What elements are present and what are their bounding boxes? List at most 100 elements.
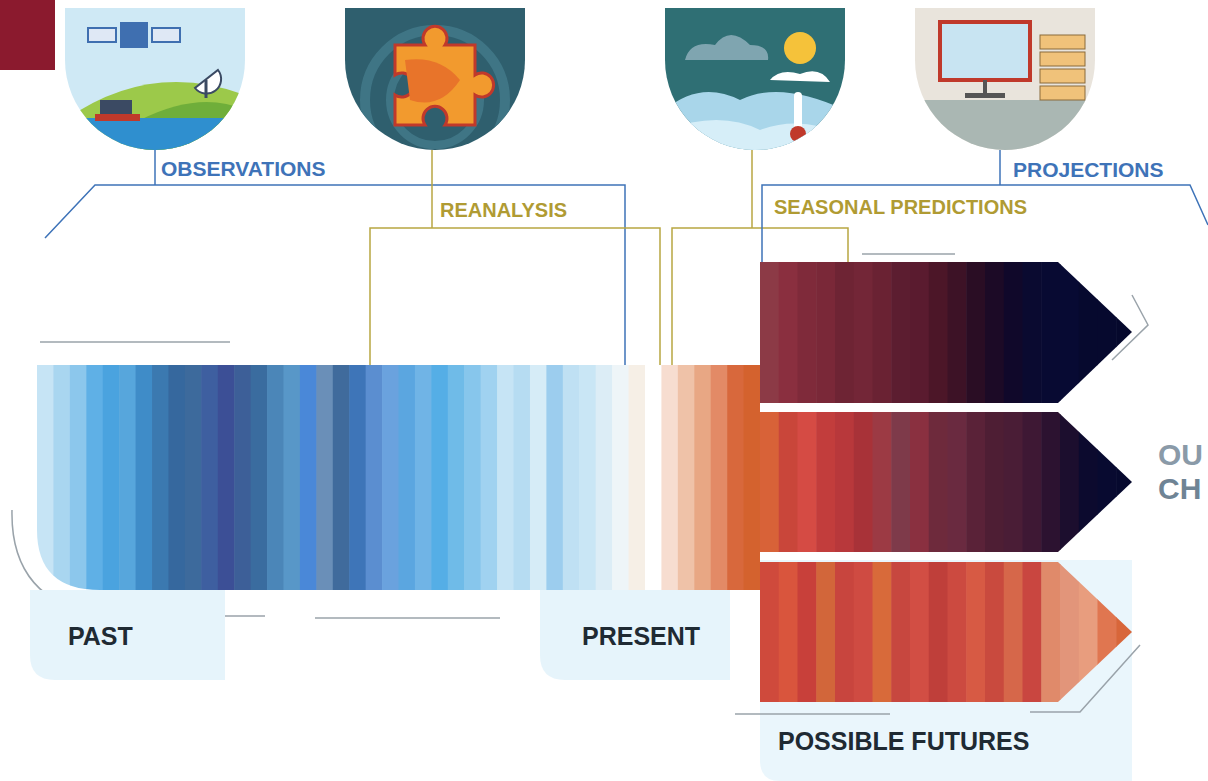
stripe	[1060, 262, 1079, 403]
stripe	[779, 562, 798, 702]
stripe	[70, 365, 87, 590]
stripe	[873, 562, 892, 702]
stripe	[985, 262, 1004, 403]
stripe	[530, 365, 547, 590]
stripe	[678, 365, 695, 590]
stripe	[399, 365, 416, 590]
stripe	[1004, 262, 1023, 403]
stripe	[267, 365, 284, 590]
stripe	[596, 365, 613, 590]
stripe	[283, 365, 300, 590]
stripe	[1060, 562, 1079, 702]
warming-stripes	[37, 365, 761, 590]
stripe	[234, 365, 251, 590]
stripe	[1041, 262, 1060, 403]
stripe	[929, 412, 948, 552]
stripe	[300, 365, 317, 590]
stripe	[744, 365, 761, 590]
stripe	[779, 412, 798, 552]
stripe	[1004, 562, 1023, 702]
future-arrow	[760, 562, 1136, 702]
stripe	[891, 412, 910, 552]
stripe	[835, 412, 854, 552]
source-label: SEASONAL PREDICTIONS	[771, 196, 1030, 219]
stripe	[661, 365, 678, 590]
stripe	[514, 365, 531, 590]
projections-icon	[915, 8, 1095, 160]
stripe	[873, 262, 892, 403]
cut-title: OU	[1158, 438, 1203, 472]
stripe	[760, 412, 779, 552]
observations-icon	[65, 8, 245, 160]
stripe	[966, 412, 985, 552]
source-label: OBSERVATIONS	[158, 157, 329, 181]
stripe	[929, 262, 948, 403]
seasonal-icon	[665, 8, 845, 160]
stripe	[854, 562, 873, 702]
stripe	[948, 262, 967, 403]
stripe	[119, 365, 136, 590]
stripe	[1116, 262, 1135, 403]
stripe	[966, 562, 985, 702]
stripe	[1023, 562, 1042, 702]
decor-lines	[12, 254, 1148, 714]
corner-block	[0, 0, 55, 70]
stripe	[985, 412, 1004, 552]
stripe	[579, 365, 596, 590]
stripe	[835, 262, 854, 403]
stripe	[760, 562, 779, 702]
stripe	[546, 365, 563, 590]
future-ground	[760, 560, 1132, 781]
stripe	[816, 412, 835, 552]
stripe	[798, 412, 817, 552]
stripe	[1023, 262, 1042, 403]
stripe	[891, 562, 910, 702]
stripe	[798, 562, 817, 702]
stripe	[1060, 412, 1079, 552]
stripe	[431, 365, 448, 590]
stripe	[481, 365, 498, 590]
stripe	[53, 365, 70, 590]
stripe	[891, 262, 910, 403]
stripe	[1079, 562, 1098, 702]
timeline-label: POSSIBLE FUTURES	[778, 727, 1029, 756]
stripe	[1098, 562, 1117, 702]
stripe	[86, 365, 103, 590]
stripe	[316, 365, 333, 590]
stripe	[948, 562, 967, 702]
stripe	[1041, 562, 1060, 702]
stripe	[333, 365, 350, 590]
source-label: PROJECTIONS	[1010, 158, 1167, 182]
stripe	[1098, 262, 1117, 403]
stripe	[948, 412, 967, 552]
stripe	[464, 365, 481, 590]
stripe	[816, 562, 835, 702]
source-label: REANALYSIS	[437, 199, 570, 222]
stripe	[103, 365, 120, 590]
stripe	[201, 365, 218, 590]
stripe	[1023, 412, 1042, 552]
stripe	[1116, 562, 1135, 702]
reanalysis-icon	[345, 8, 525, 170]
stripe	[645, 365, 662, 590]
stripe	[415, 365, 432, 590]
stripe	[910, 262, 929, 403]
stripe	[1041, 412, 1060, 552]
stripe	[910, 412, 929, 552]
stripe	[854, 412, 873, 552]
present-ground	[540, 590, 730, 680]
stripe	[1079, 262, 1098, 403]
stripe	[835, 562, 854, 702]
cut-title: CH	[1158, 472, 1201, 506]
stripe	[1004, 412, 1023, 552]
stripe	[694, 365, 711, 590]
stripe	[168, 365, 185, 590]
stripe	[448, 365, 465, 590]
stripe	[779, 262, 798, 403]
timeline-label-box: PRESENT	[540, 592, 730, 680]
stripe	[798, 262, 817, 403]
stripe	[218, 365, 235, 590]
stripe	[382, 365, 399, 590]
timeline-label: PAST	[68, 622, 133, 651]
